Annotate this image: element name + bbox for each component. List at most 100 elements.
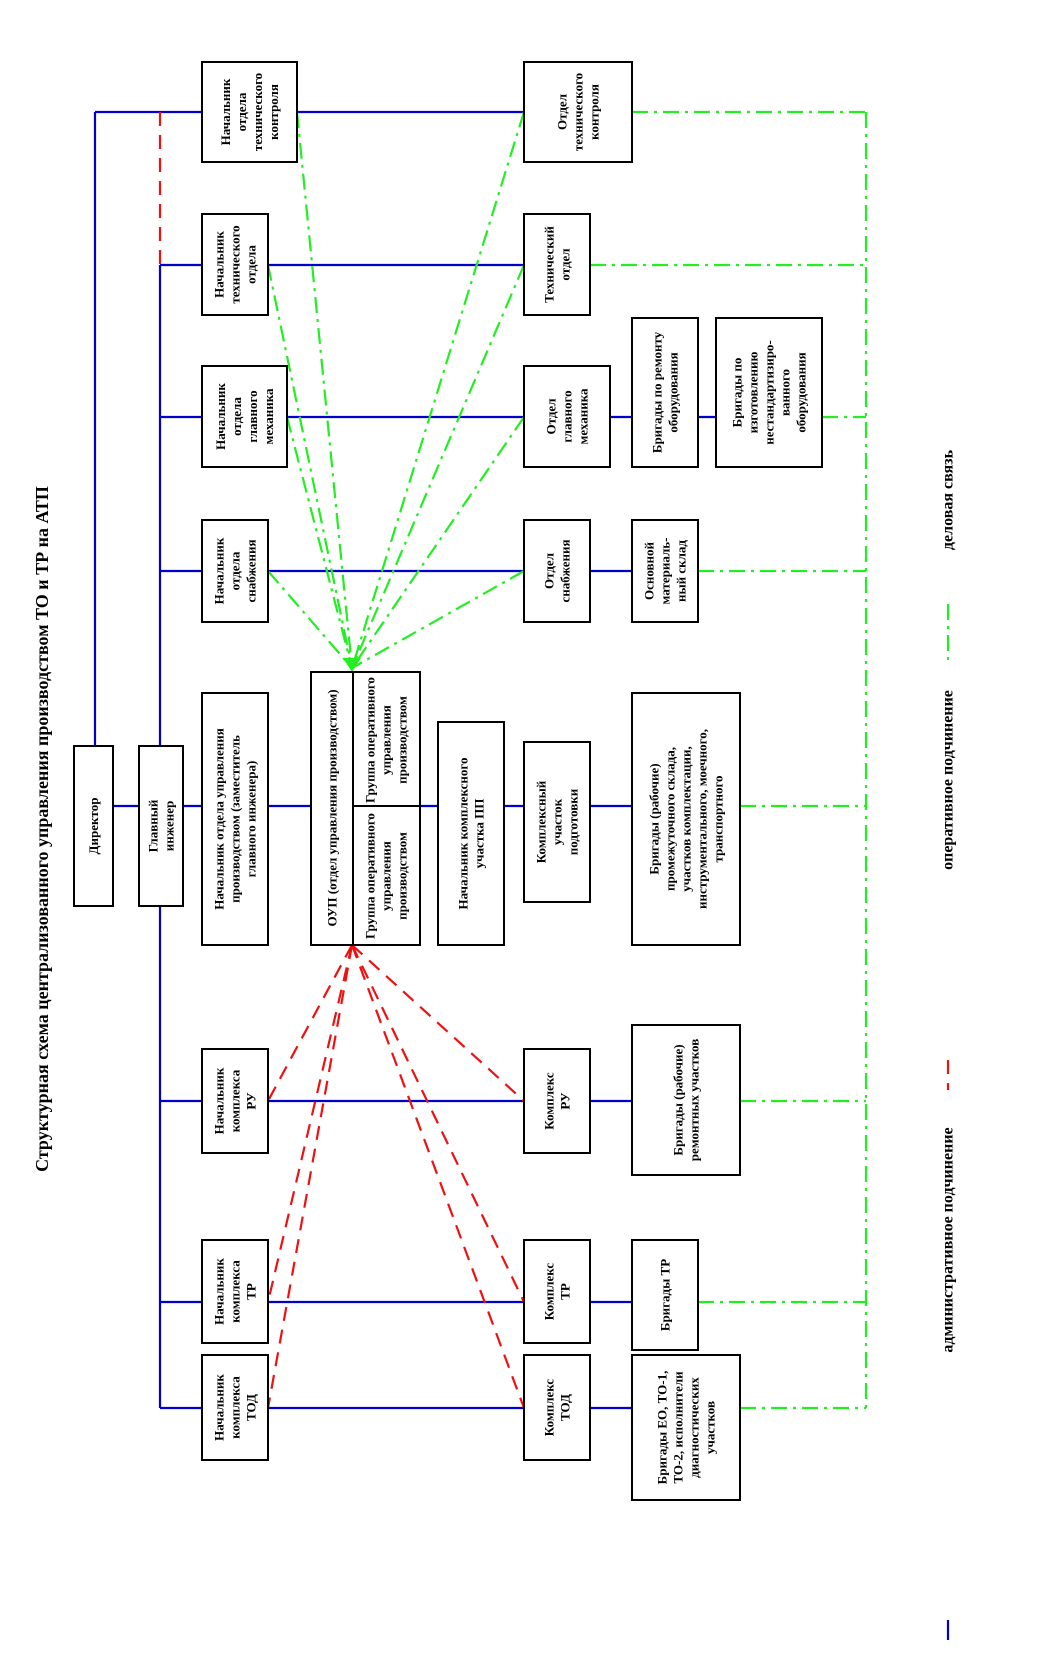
- head-tech-control-box-frame: [201, 61, 298, 163]
- tech-control-dept-box-text: контроля: [587, 84, 602, 140]
- tech-dept-box-text: отдел: [558, 248, 573, 280]
- head-supply-box-text: Начальник: [212, 537, 227, 604]
- tech-control-dept-box-frame: [523, 61, 633, 163]
- complex-tr-box-text: ТР: [558, 1283, 573, 1300]
- chief-mech-dept-box-text: главного: [560, 390, 575, 442]
- head-chief-mech-box-text: отдела: [229, 397, 244, 436]
- biz-link-8: [351, 570, 525, 669]
- brigades-working-box[interactable]: Бригады (рабочие)промежуточного склада,у…: [631, 692, 741, 946]
- brigades-repair-box[interactable]: Бригады (рабочие)ремонтных участков: [631, 1024, 741, 1176]
- supply-dept-box-text: Отдел: [542, 553, 557, 589]
- tech-control-dept-box-text: технического: [571, 73, 586, 151]
- biz-link-4: [267, 570, 353, 669]
- nonstandard-equipment-box-text: Бригады по: [730, 358, 745, 428]
- complex-tod-box-frame: [523, 1354, 591, 1461]
- head-tech-control-box-text: отдела: [234, 92, 249, 131]
- chief-mech-dept-box-text: механика: [576, 388, 591, 444]
- complex-prep-box-text: участок: [550, 798, 565, 845]
- head-chief-mech-box-text: Начальник: [213, 383, 228, 450]
- head-kp-box-text: Начальник комплексного: [456, 758, 471, 910]
- main-warehouse-box-text: материаль-: [658, 538, 673, 605]
- legend-business-text: деловая связь: [940, 449, 957, 550]
- oup-title-label: ОУП (отдел управления производством): [325, 689, 340, 926]
- oup-group-left-text: производством: [395, 832, 410, 920]
- brigades-tr-box-label: Бригады ТР: [658, 1259, 673, 1331]
- biz-link-3: [285, 416, 354, 669]
- brigades-repair-box-label: Бригады (рабочие)ремонтных участков: [671, 1039, 702, 1161]
- main-warehouse-box-frame: [631, 519, 699, 623]
- diagram-title: Структурная схема централизованного упра…: [32, 486, 52, 1172]
- brigades-tr-box-frame: [631, 1239, 699, 1351]
- legend-business: деловая связь: [940, 449, 957, 660]
- director-box-frame: [73, 745, 114, 907]
- chief-engineer-box-frame: [138, 745, 184, 907]
- op-oup-link-6: [350, 944, 526, 1409]
- brigades-working-box-text: транспортного: [711, 775, 726, 862]
- op-oup-link-5: [351, 944, 525, 1303]
- repair-equipment-box-text: Бригады по ремонту: [650, 331, 665, 453]
- biz-link-6: [350, 264, 526, 669]
- complex-tod-box-text: Комплекс: [542, 1379, 557, 1437]
- tech-control-dept-box-text: Отдел: [555, 94, 570, 130]
- brigades-working-box-text: инструментального, моечного,: [695, 729, 710, 909]
- head-ru-box-text: РУ: [244, 1092, 259, 1110]
- head-tech-control-box-text: технического: [250, 73, 265, 151]
- director-box[interactable]: Директор: [73, 745, 114, 907]
- head-chief-mech-box-frame: [201, 365, 288, 468]
- head-ru-box-text: Начальник: [212, 1067, 227, 1134]
- brigades-working-box-label: Бригады (рабочие)промежуточного склада,у…: [647, 729, 726, 909]
- nonstandard-equipment-box-text: ванного: [778, 369, 793, 416]
- biz-arrowhead: [343, 658, 361, 672]
- brigades-tr-box[interactable]: Бригады ТР: [631, 1239, 699, 1351]
- brigades-repair-box-text: Бригады (рабочие): [671, 1044, 686, 1155]
- oup-group-right-text: управления: [379, 705, 394, 775]
- oup-group-right-text: производством: [395, 696, 410, 784]
- head-supply-box-frame: [201, 519, 269, 623]
- complex-ru-box-text: РУ: [558, 1092, 573, 1110]
- complex-tr-box-text: Комплекс: [542, 1263, 557, 1321]
- oup-box[interactable]: ОУП (отдел управления производством) Груп…: [310, 671, 421, 946]
- nonstandard-equipment-box-frame: [715, 317, 823, 468]
- head-prod-mgmt-box-text: производством (заместитель: [228, 735, 243, 903]
- legend-operative-text: оперативное подчинение: [940, 690, 957, 870]
- brigades-eo-box-text: диагностических: [687, 1377, 702, 1478]
- brigades-working-box-text: промежуточного склада,: [663, 747, 678, 891]
